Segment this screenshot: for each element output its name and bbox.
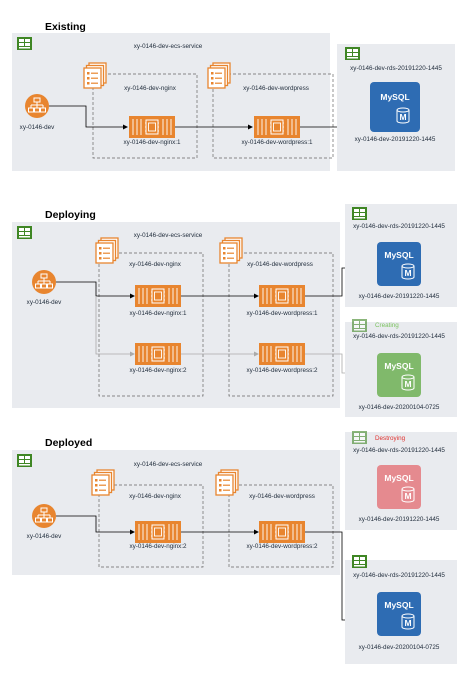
container-nginx2-label: xy-0146-dev-nginx:2: [129, 367, 187, 374]
load-balancer-label: xy-0146-dev: [27, 299, 63, 306]
container-icon: [258, 284, 306, 308]
db-label: xy-0146-dev-20191220-1445: [355, 136, 436, 143]
task-box-wordpress: [228, 252, 334, 397]
section-deployed: Deployed xy-0146-dev-ecs-service xy-0146…: [12, 431, 457, 664]
taskdef-wordpress-label: xy-0146-dev-wordpress: [247, 261, 313, 268]
vpc-icon: [17, 37, 32, 50]
connector: [95, 296, 130, 355]
svg-text:MySQL: MySQL: [380, 92, 409, 102]
svg-text:MySQL: MySQL: [384, 250, 413, 260]
db2-header: xy-0146-dev-rds-20191220-1445: [353, 572, 445, 579]
vpc-icon: [17, 454, 32, 467]
arrowhead: [130, 293, 135, 299]
vpc-icon: [352, 319, 367, 332]
rds-mysql-icon: MySQL M: [370, 82, 420, 132]
heading-existing: Existing: [45, 21, 86, 33]
container-wordpress1-label: xy-0146-dev-wordpress:1: [246, 310, 318, 317]
connector: [56, 281, 130, 297]
arrowhead: [123, 124, 128, 130]
db-header: xy-0146-dev-rds-20191220-1445: [350, 65, 442, 72]
load-balancer-icon: [31, 269, 57, 295]
svg-text:M: M: [404, 379, 411, 389]
vpc-icon: [345, 47, 360, 60]
taskdef-nginx-label: xy-0146-dev-nginx: [129, 261, 182, 268]
container-wordpress2-label: xy-0146-dev-wordpress:2: [246, 367, 318, 374]
task-definition-icon: [207, 62, 231, 89]
db1-header: xy-0146-dev-rds-20191220-1445: [353, 447, 445, 454]
db2-label: xy-0146-dev-20200104-0725: [359, 644, 440, 651]
vpc-icon: [352, 431, 367, 444]
taskdef-nginx-label: xy-0146-dev-nginx: [129, 493, 182, 500]
task-definition-icon: [219, 237, 243, 264]
heading-deploying: Deploying: [45, 209, 96, 221]
heading-deployed: Deployed: [45, 437, 92, 449]
svg-text:MySQL: MySQL: [384, 473, 413, 483]
load-balancer-label: xy-0146-dev: [27, 533, 63, 540]
task-box-nginx: [98, 252, 204, 397]
container-icon: [258, 520, 306, 544]
rds-mysql-icon: MySQL M: [377, 242, 421, 286]
container-icon: [134, 342, 182, 366]
task-definition-icon: [95, 237, 119, 264]
task-box-wordpress: [228, 484, 334, 568]
load-balancer-icon: [31, 503, 57, 529]
svg-text:MySQL: MySQL: [384, 361, 413, 371]
arrowhead: [248, 124, 253, 130]
vpc-panel: [12, 450, 340, 575]
container-nginx1-label: xy-0146-dev-nginx:1: [129, 310, 187, 317]
taskdef-nginx-label: xy-0146-dev-nginx: [124, 85, 177, 92]
service-label: xy-0146-dev-ecs-service: [134, 461, 203, 468]
db2-header: xy-0146-dev-rds-20191220-1445: [353, 333, 445, 340]
arrowhead: [130, 351, 135, 357]
rds-mysql-icon: MySQL M: [377, 592, 421, 636]
svg-text:M: M: [404, 268, 411, 278]
container-icon: [134, 284, 182, 308]
container-nginx-label: xy-0146-dev-nginx:2: [129, 543, 187, 550]
status-destroying: Destroying: [375, 435, 406, 442]
rds-mysql-icon: MySQL M: [377, 353, 421, 397]
container-icon: [258, 342, 306, 366]
task-box-nginx: [92, 73, 198, 159]
container-wordpress-label: xy-0146-dev-wordpress:2: [246, 543, 318, 550]
arrowhead: [130, 529, 135, 535]
db2-label: xy-0146-dev-20200104-0725: [359, 404, 440, 411]
task-box-nginx: [98, 484, 204, 568]
section-deploying: Deploying xy-0146-dev-ecs-service xy-014…: [12, 204, 457, 417]
container-icon: [134, 520, 182, 544]
service-label: xy-0146-dev-ecs-service: [134, 232, 203, 239]
load-balancer-icon: [24, 93, 50, 119]
taskdef-wordpress-label: xy-0146-dev-wordpress: [243, 85, 309, 92]
rds-mysql-icon: MySQL M: [377, 465, 421, 509]
container-icon: [128, 115, 176, 139]
vpc-panel: [12, 33, 330, 171]
arrowhead: [254, 293, 259, 299]
svg-text:MySQL: MySQL: [384, 600, 413, 610]
service-label: xy-0146-dev-ecs-service: [134, 43, 203, 50]
db1-label: xy-0146-dev-20191220-1445: [359, 293, 440, 300]
db1-label: xy-0146-dev-20191220-1445: [359, 516, 440, 523]
load-balancer-label: xy-0146-dev: [20, 124, 56, 131]
container-nginx-label: xy-0146-dev-nginx:1: [123, 139, 181, 146]
section-existing: Existing xy-0146-dev-ecs-service xy-0146…: [12, 21, 455, 171]
status-creating: Creating: [375, 322, 399, 329]
container-icon: [253, 115, 301, 139]
arrowhead: [254, 351, 259, 357]
taskdef-wordpress-label: xy-0146-dev-wordpress: [249, 493, 315, 500]
svg-text:M: M: [399, 112, 406, 122]
container-wordpress-label: xy-0146-dev-wordpress:1: [241, 139, 313, 146]
connector: [56, 515, 130, 533]
vpc-icon: [17, 226, 32, 239]
task-definition-icon: [83, 62, 107, 89]
vpc-icon: [352, 207, 367, 220]
arrowhead: [254, 529, 259, 535]
task-definition-icon: [215, 469, 239, 496]
task-box-wordpress: [212, 73, 334, 159]
svg-text:M: M: [404, 618, 411, 628]
svg-text:M: M: [404, 491, 411, 501]
task-definition-icon: [91, 469, 115, 496]
vpc-icon: [352, 555, 367, 568]
connector: [49, 105, 123, 128]
db1-header: xy-0146-dev-rds-20191220-1445: [353, 223, 445, 230]
